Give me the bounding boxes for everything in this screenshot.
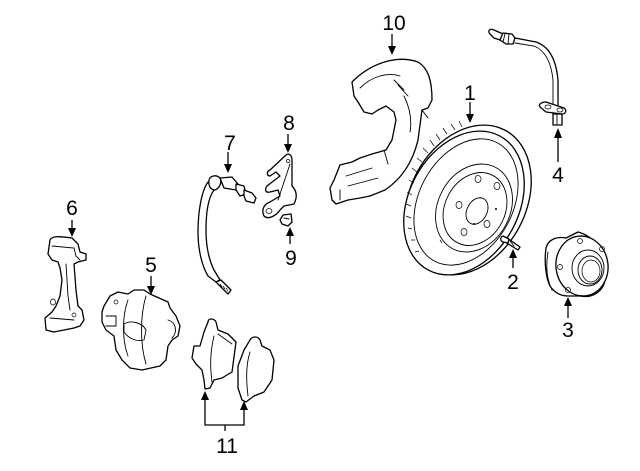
caliper-bracket-part[interactable] (44, 236, 87, 333)
rotor-vent-slots (405, 120, 463, 253)
hose-bracket-part[interactable] (262, 153, 297, 219)
hub-assembly-part[interactable] (544, 231, 612, 299)
hose-clip-part[interactable] (279, 213, 293, 227)
callout-3: 3 (562, 319, 574, 342)
callout-11: 11 (216, 435, 238, 458)
callout-7: 7 (224, 132, 236, 155)
caliper-part[interactable] (101, 289, 181, 371)
callout-10: 10 (382, 12, 405, 35)
splash-shield-part[interactable] (329, 58, 433, 205)
brake-rotor-part[interactable] (380, 103, 557, 297)
callout-4: 4 (552, 164, 564, 187)
callout-9: 9 (285, 247, 297, 270)
callout-1: 1 (464, 82, 476, 105)
abs-sensor-part[interactable] (488, 28, 567, 126)
callout-6: 6 (66, 197, 78, 220)
rotor-screw-part[interactable] (500, 235, 521, 251)
callout-2: 2 (507, 271, 519, 294)
brake-hose-part[interactable] (197, 175, 257, 295)
callout-leaders (68, 34, 572, 431)
callout-labels: 1 2 3 4 5 6 7 8 9 10 11 (66, 12, 574, 458)
callout-8: 8 (283, 112, 295, 135)
brake-pads-part[interactable] (191, 318, 275, 403)
callout-5: 5 (145, 254, 157, 277)
